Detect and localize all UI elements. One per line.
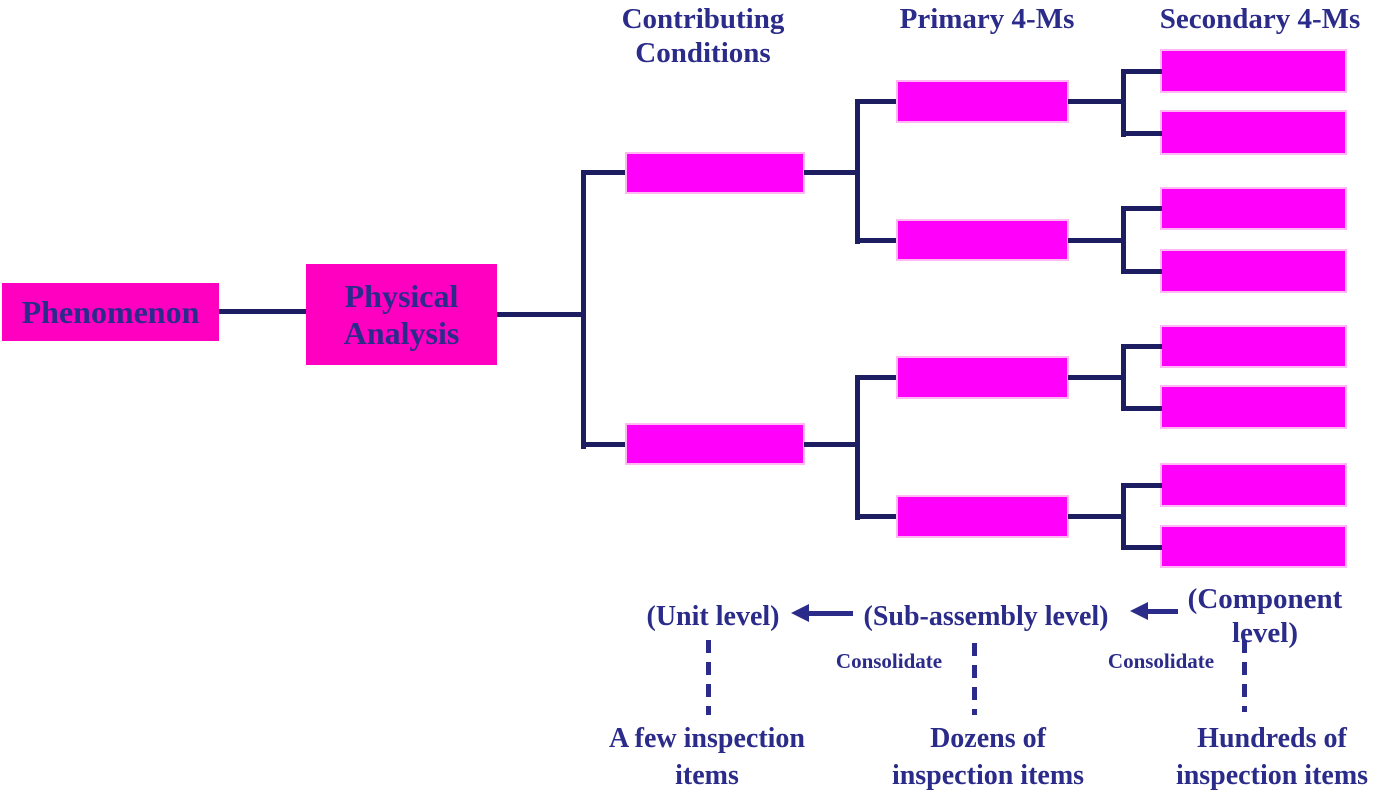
connector-physical-split xyxy=(497,312,586,317)
component-level-label: (Component level) xyxy=(1187,583,1343,650)
dashed-line-unit xyxy=(706,640,711,715)
connector-secondary-vertical-2 xyxy=(1121,206,1126,274)
header-primary-4ms: Primary 4-Ms xyxy=(899,3,1075,35)
primary-4m-box-3 xyxy=(896,356,1069,399)
secondary-4m-box-8 xyxy=(1160,525,1347,568)
connector-to-secondary-1 xyxy=(1121,69,1162,74)
connector-primary3-out xyxy=(1068,375,1125,380)
connector-primary2-out xyxy=(1068,238,1125,243)
secondary-4m-box-4 xyxy=(1160,249,1347,293)
primary-4m-box-4 xyxy=(896,495,1069,538)
consolidate-label-right: Consolidate xyxy=(1107,649,1215,673)
connector-to-secondary-2 xyxy=(1121,131,1162,136)
secondary-4m-box-3 xyxy=(1160,187,1347,230)
caption-dozens-inspection-items: Dozens of inspection items xyxy=(891,723,1085,791)
header-secondary-4ms: Secondary 4-Ms xyxy=(1159,3,1361,35)
phenomenon-box: Phenomenon xyxy=(2,283,219,341)
connector-primary-vertical-2 xyxy=(855,375,860,520)
connector-to-secondary-7 xyxy=(1121,483,1162,488)
connector-contrib1-out xyxy=(804,170,860,175)
caption-hundreds-inspection-items: Hundreds of inspection items xyxy=(1175,723,1369,791)
connector-to-secondary-4 xyxy=(1121,269,1162,274)
dashed-line-component xyxy=(1242,640,1247,712)
connector-to-secondary-8 xyxy=(1121,545,1162,550)
secondary-4m-box-6 xyxy=(1160,385,1347,429)
dashed-line-sub-assembly xyxy=(972,643,977,715)
connector-to-primary-2 xyxy=(855,238,896,243)
unit-level-label: (Unit level) xyxy=(646,601,780,632)
connector-to-contrib-2 xyxy=(581,442,625,447)
connector-contrib2-out xyxy=(804,442,860,447)
secondary-4m-box-5 xyxy=(1160,325,1347,368)
sub-assembly-level-label: (Sub-assembly level) xyxy=(863,601,1109,632)
physical-analysis-box: Physical Analysis xyxy=(306,264,497,365)
contributing-condition-box-2 xyxy=(625,423,805,465)
contributing-condition-box-1 xyxy=(625,152,805,194)
connector-secondary-vertical-3 xyxy=(1121,344,1126,411)
secondary-4m-box-1 xyxy=(1160,49,1347,93)
connector-primary4-out xyxy=(1068,514,1125,519)
connector-primary1-out xyxy=(1068,99,1125,104)
arrow-left-shaft-2 xyxy=(1145,609,1178,614)
connector-to-secondary-3 xyxy=(1121,206,1162,211)
connector-to-secondary-5 xyxy=(1121,344,1162,349)
caption-few-inspection-items: A few inspection items xyxy=(609,723,805,791)
connector-to-primary-1 xyxy=(855,99,896,104)
connector-to-primary-4 xyxy=(855,514,896,519)
arrow-left-icon xyxy=(791,604,809,622)
arrow-left-shaft xyxy=(806,611,853,616)
arrow-left-icon-2 xyxy=(1130,602,1148,620)
connector-to-contrib-1 xyxy=(581,170,625,175)
connector-secondary-vertical-1 xyxy=(1121,69,1126,137)
connector-secondary-vertical-4 xyxy=(1121,483,1126,550)
primary-4m-box-1 xyxy=(896,80,1069,123)
header-contributing-conditions: Contributing Conditions xyxy=(621,3,785,70)
connector-to-secondary-6 xyxy=(1121,406,1162,411)
connector-phenomenon-physical xyxy=(219,309,306,314)
connector-to-primary-3 xyxy=(855,375,896,380)
consolidate-label-left: Consolidate xyxy=(835,649,943,673)
connector-primary-vertical-1 xyxy=(855,99,860,244)
primary-4m-box-2 xyxy=(896,219,1069,261)
connector-split-vertical xyxy=(581,170,586,449)
secondary-4m-box-7 xyxy=(1160,463,1347,507)
secondary-4m-box-2 xyxy=(1160,110,1347,155)
